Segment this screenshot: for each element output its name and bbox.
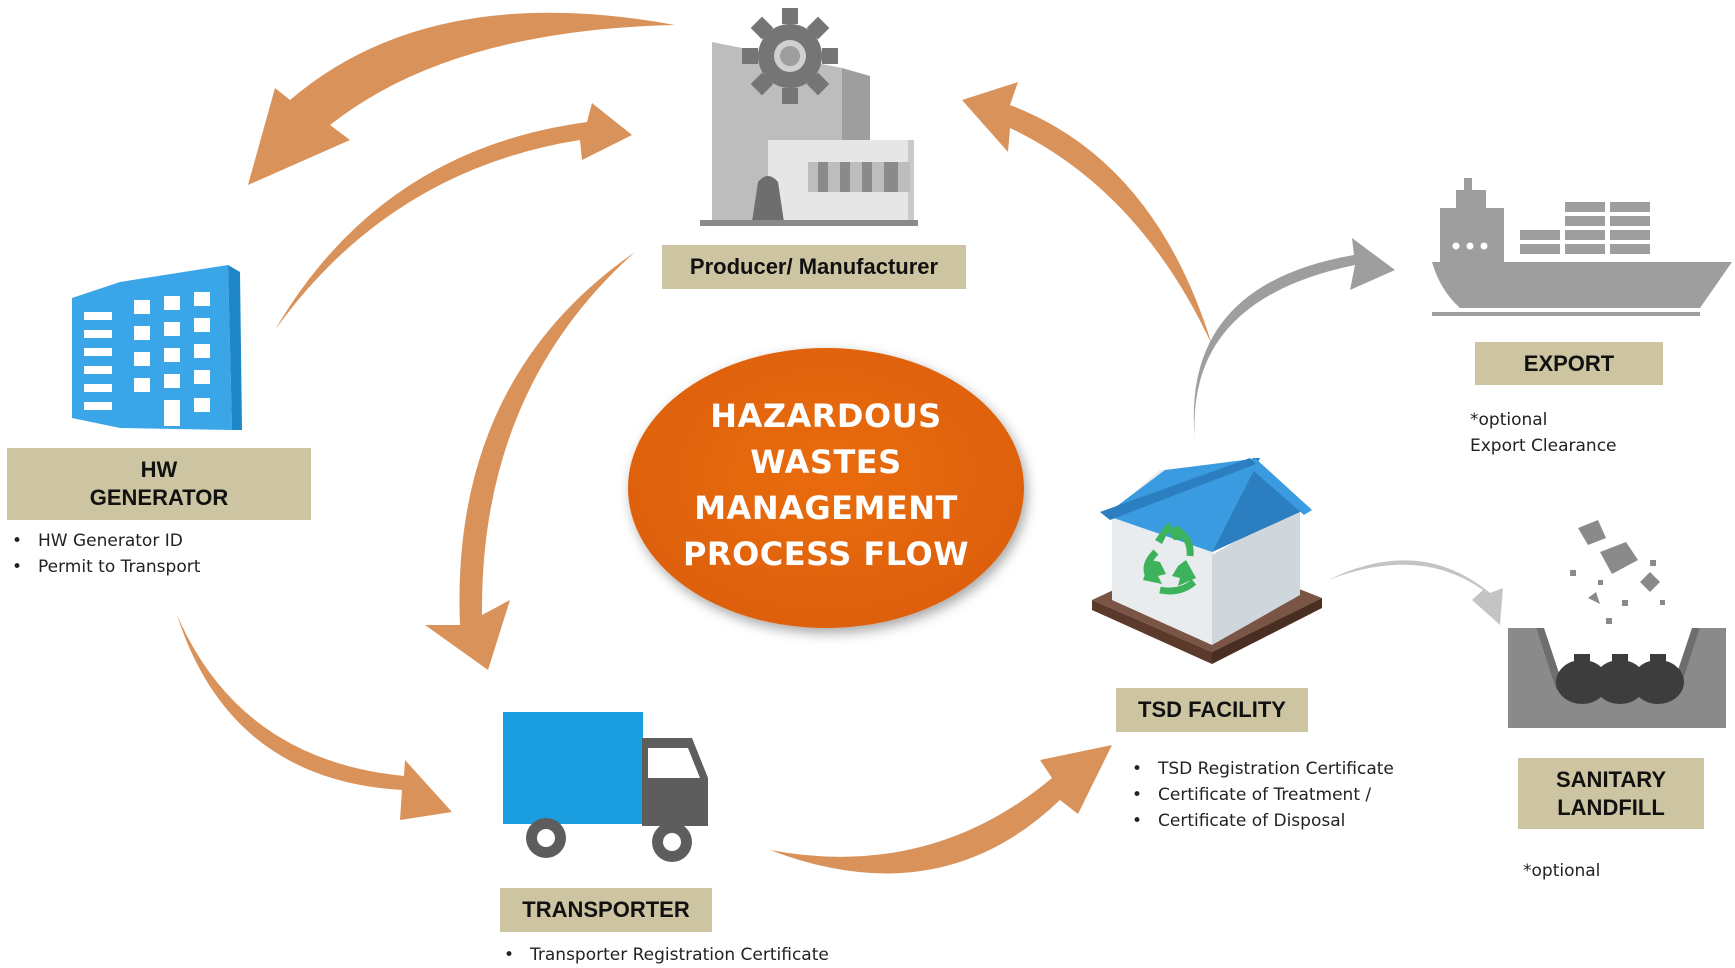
arrow-tsd-to-producer (962, 82, 1212, 345)
generator-note: Permit to Transport (10, 554, 200, 580)
landfill-label-line: LANDFILL (1557, 794, 1665, 820)
title-line: MANAGEMENT (694, 489, 958, 527)
generator-label-line: HW (140, 457, 178, 482)
factory-icon (700, 8, 918, 226)
tsd-label: TSD FACILITY (1116, 688, 1308, 732)
tsd-label-text: TSD FACILITY (1138, 697, 1286, 722)
export-note-line: Export Clearance (1470, 436, 1617, 456)
landfill-note: *optional (1523, 858, 1600, 884)
arrow-producer-to-generator (248, 12, 675, 186)
generator-notes: HW Generator ID Permit to Transport (10, 528, 200, 580)
generator-label-line: GENERATOR (89, 485, 229, 510)
export-note: *optional Export Clearance (1470, 407, 1617, 459)
recycling-facility-icon (1092, 458, 1322, 664)
tsd-note-continued: Certificate of Disposal (1130, 808, 1394, 834)
transporter-note: Transporter Registration Certificate (502, 942, 829, 968)
producer-label: Producer/ Manufacturer (662, 245, 966, 289)
title-line: HAZARDOUS (710, 397, 942, 435)
transporter-label: TRANSPORTER (500, 888, 712, 932)
landfill-icon (1508, 520, 1726, 728)
arrow-transporter-to-tsd (770, 745, 1112, 874)
arrow-tsd-to-landfill (1328, 560, 1503, 625)
office-building-icon (72, 265, 242, 430)
cargo-ship-icon (1432, 178, 1732, 316)
center-title: HAZARDOUS WASTES MANAGEMENT PROCESS FLOW (628, 393, 1024, 577)
arrow-generator-to-transporter (177, 615, 452, 820)
landfill-label-line: SANITARY (1556, 766, 1666, 792)
export-label-text: EXPORT (1523, 350, 1615, 376)
tsd-note: Certificate of Treatment / (1130, 782, 1394, 808)
generator-label: HW GENERATOR (7, 448, 311, 520)
arrow-tsd-to-export (1193, 238, 1395, 440)
landfill-label: SANITARY LANDFILL (1518, 758, 1704, 829)
truck-icon (503, 712, 708, 862)
producer-label-text: Producer/ Manufacturer (689, 254, 939, 279)
export-label: EXPORT (1475, 342, 1663, 385)
tsd-notes: TSD Registration Certificate Certificate… (1130, 756, 1394, 834)
arrow-producer-to-transporter (425, 252, 635, 670)
landfill-note-line: *optional (1523, 861, 1601, 881)
title-line: WASTES (750, 443, 902, 481)
arrow-generator-to-producer (275, 103, 632, 330)
transporter-notes: Transporter Registration Certificate (502, 942, 829, 968)
transporter-label-text: TRANSPORTER (522, 897, 690, 922)
export-note-line: *optional (1470, 410, 1548, 430)
title-line: PROCESS FLOW (682, 535, 970, 573)
center-oval (628, 348, 1024, 628)
tsd-note: TSD Registration Certificate (1130, 756, 1394, 782)
generator-note: HW Generator ID (10, 528, 200, 554)
